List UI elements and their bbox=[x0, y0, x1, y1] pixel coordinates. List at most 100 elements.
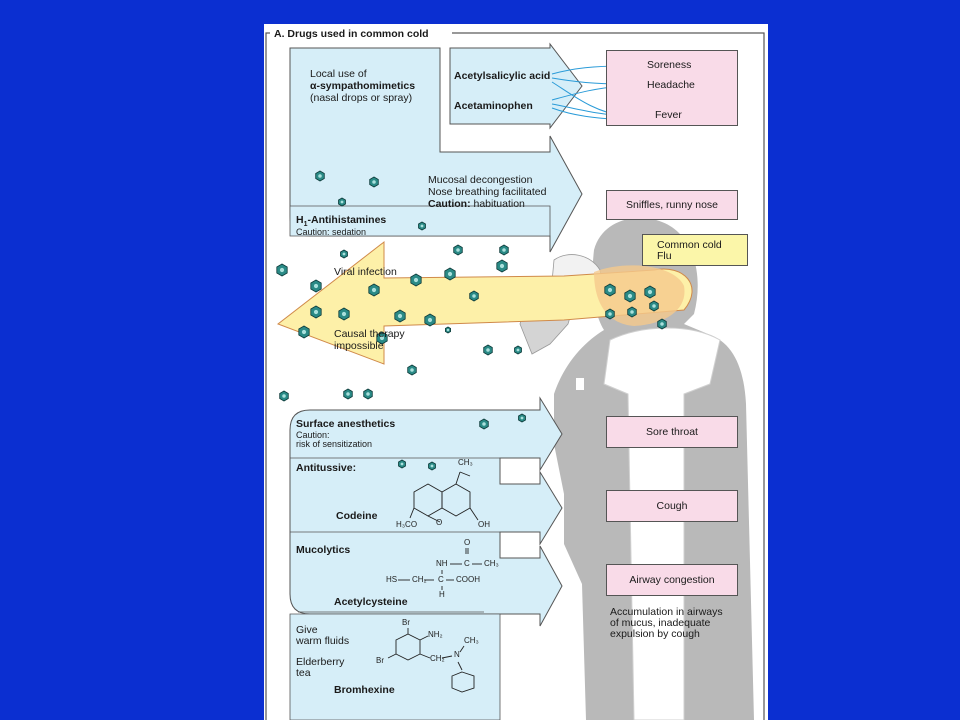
virus-particle bbox=[518, 413, 526, 423]
codeine-structure bbox=[409, 471, 479, 523]
diagram-graphics bbox=[265, 27, 765, 720]
codeine-ch3: CH₃ bbox=[458, 458, 473, 467]
causal-therapy-label: Causal therapy bbox=[334, 328, 405, 340]
codeine-oh: OH bbox=[478, 520, 490, 529]
caution-label: Caution: bbox=[428, 198, 471, 210]
virus-particle bbox=[298, 325, 310, 339]
codeine-h3co: H₃CO bbox=[396, 520, 418, 529]
bromhexine-label: Bromhexine bbox=[334, 684, 395, 696]
soreness-label: Soreness bbox=[647, 59, 692, 71]
decongestion-text: Mucosal decongestion bbox=[428, 174, 533, 186]
tea-label: tea bbox=[296, 667, 311, 679]
brom-ch2: CH₂ bbox=[430, 654, 445, 663]
virus-particle bbox=[499, 244, 509, 256]
virus-particle bbox=[363, 388, 373, 400]
brom-ch3: CH₃ bbox=[464, 636, 479, 645]
virus-particle bbox=[407, 364, 417, 376]
virus-particle bbox=[657, 318, 667, 330]
acetyl-c: C bbox=[464, 559, 470, 568]
diagram-panel: A. Drugs used in common cold Local use o… bbox=[264, 24, 768, 720]
warm-fluids-block bbox=[289, 613, 501, 720]
brom-n: N bbox=[454, 650, 460, 659]
pain-symptoms-box: Soreness Headache Fever bbox=[606, 50, 738, 126]
accumulation-line1: Accumulation in airways bbox=[610, 606, 723, 618]
virus-particle bbox=[368, 283, 380, 297]
surface-anesthetics-label: Surface anesthetics bbox=[296, 418, 396, 430]
virus-particle bbox=[496, 259, 508, 273]
virus-particle bbox=[410, 273, 422, 287]
brom-br-top: Br bbox=[402, 618, 410, 627]
brom-br-left: Br bbox=[376, 656, 384, 665]
surface-caution-label: Caution: bbox=[296, 430, 330, 440]
acetyl-nh: NH bbox=[436, 559, 448, 568]
virus-particle bbox=[428, 461, 436, 471]
codeine-o: O bbox=[436, 518, 443, 527]
sniffles-box: Sniffles, runny nose bbox=[606, 190, 738, 220]
acetyl-ch2: CH₂ bbox=[412, 575, 427, 584]
acetyl-h: H bbox=[439, 590, 445, 599]
virus-particle bbox=[279, 390, 289, 402]
warm-fluids-label: warm fluids bbox=[296, 635, 350, 647]
nasal-drops-text: (nasal drops or spray) bbox=[310, 92, 413, 104]
acetaminophen-label: Acetaminophen bbox=[454, 100, 533, 112]
nose-breathing-text: Nose breathing facilitated bbox=[428, 186, 547, 198]
sedation-caution: Caution: sedation bbox=[296, 227, 367, 237]
habituation-text: habituation bbox=[473, 198, 525, 210]
virus-particle bbox=[369, 176, 379, 188]
sympathomimetics-label: α-sympathomimetics bbox=[310, 80, 416, 92]
antitussive-label: Antitussive: bbox=[296, 462, 357, 474]
virus-particle bbox=[338, 197, 346, 207]
virus-particle bbox=[376, 331, 388, 345]
lower-respiratory-arrow bbox=[289, 396, 563, 627]
virus-particle bbox=[394, 309, 406, 323]
virus-particle bbox=[276, 263, 288, 277]
virus-particle bbox=[338, 307, 350, 321]
impossible-label: impossible bbox=[334, 340, 384, 352]
give-label: Give bbox=[296, 624, 318, 636]
virus-particle bbox=[444, 267, 456, 281]
acetyl-o: O bbox=[464, 538, 471, 547]
virus-particle bbox=[627, 306, 637, 318]
nose-infection-zone bbox=[594, 265, 685, 326]
codeine-label: Codeine bbox=[336, 510, 378, 522]
acetyl-ch3: CH₃ bbox=[484, 559, 499, 568]
virus-particle bbox=[649, 300, 659, 312]
fever-label: Fever bbox=[655, 109, 682, 121]
virus-particle bbox=[514, 345, 522, 355]
sore-throat-box: Sore throat bbox=[606, 416, 738, 448]
antihistamine-arrow bbox=[289, 205, 551, 237]
acetylsalicylic-acid-label: Acetylsalicylic acid bbox=[454, 70, 551, 82]
virus-particle bbox=[310, 279, 322, 293]
virus-particles bbox=[276, 170, 667, 471]
acetyl-hs: HS bbox=[386, 575, 398, 584]
antihistamines-label: H1-Antihistamines bbox=[296, 214, 387, 229]
common-cold-label: Common cold bbox=[657, 239, 722, 251]
virus-particle bbox=[424, 313, 436, 327]
virus-particle bbox=[453, 244, 463, 256]
section-frame bbox=[265, 32, 765, 720]
flu-label: Flu bbox=[657, 250, 672, 262]
virus-particle bbox=[624, 289, 636, 303]
illness-box: Common cold Flu bbox=[642, 234, 748, 266]
virus-particle bbox=[398, 459, 406, 469]
viral-infection-label: Viral infection bbox=[334, 266, 397, 278]
brom-nh2: NH₂ bbox=[428, 630, 443, 639]
section-title: A. Drugs used in common cold bbox=[274, 28, 429, 40]
virus-particle bbox=[343, 388, 353, 400]
local-use-text: Local use of bbox=[310, 68, 367, 80]
accumulation-line2: of mucus, inadequate bbox=[610, 617, 711, 629]
airway-congestion-box: Airway congestion bbox=[606, 564, 738, 596]
acetyl-cooh: COOH bbox=[456, 575, 480, 584]
virus-particle bbox=[310, 305, 322, 319]
virus-particle bbox=[469, 290, 479, 302]
acetylcysteine-structure bbox=[398, 548, 482, 590]
headache-label: Headache bbox=[647, 79, 695, 91]
acetylcysteine-label: Acetylcysteine bbox=[334, 596, 408, 608]
analgesics-arrow bbox=[449, 42, 583, 130]
virus-particle bbox=[479, 418, 489, 430]
virus-particle bbox=[418, 221, 426, 231]
virus-particle bbox=[604, 283, 616, 297]
virus-particle bbox=[483, 344, 493, 356]
elderberry-label: Elderberry bbox=[296, 656, 345, 668]
cough-box: Cough bbox=[606, 490, 738, 522]
